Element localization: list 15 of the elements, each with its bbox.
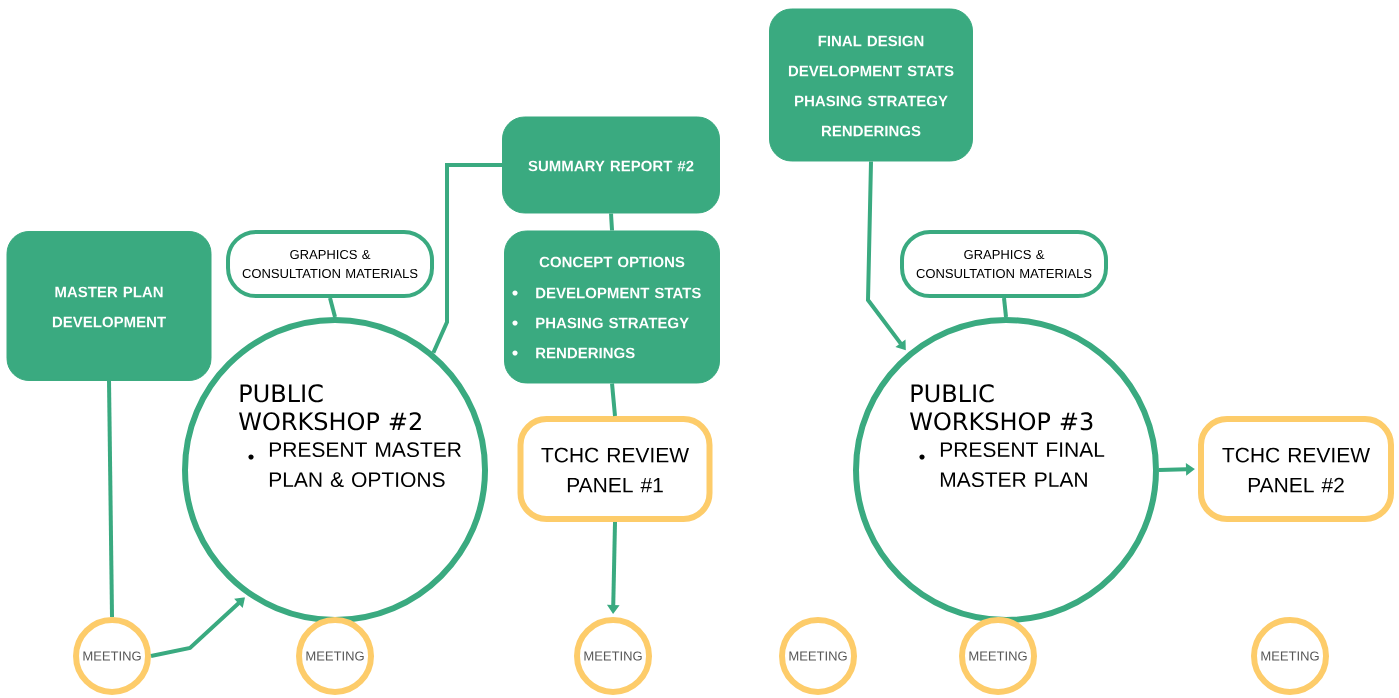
connector [431,163,502,354]
connector [328,297,337,318]
process-box: SUMMARY REPORT #2 [502,116,720,214]
review-box: TCHC REVIEW PANEL #2 [1198,416,1394,522]
process-box: FINAL DESIGN DEVELOPMENT STATS PHASING STRATEGY RENDERINGS [769,8,973,162]
process-box: MASTER PLAN DEVELOPMENT [6,231,212,381]
connector [1002,297,1008,318]
review-box: TCHC REVIEW PANEL #1 [517,416,713,522]
connector [107,380,114,617]
connector [150,597,245,658]
process-box: CONCEPT OPTIONS DEVELOPMENT STATS PHASING STRATEGY RENDERINGS [504,230,720,384]
materials-box: GRAPHICS & CONSULTATION MATERIALS [226,230,434,298]
materials-box: GRAPHICS & CONSULTATION MATERIALS [900,230,1108,298]
connector [609,213,614,231]
connector [610,383,617,417]
